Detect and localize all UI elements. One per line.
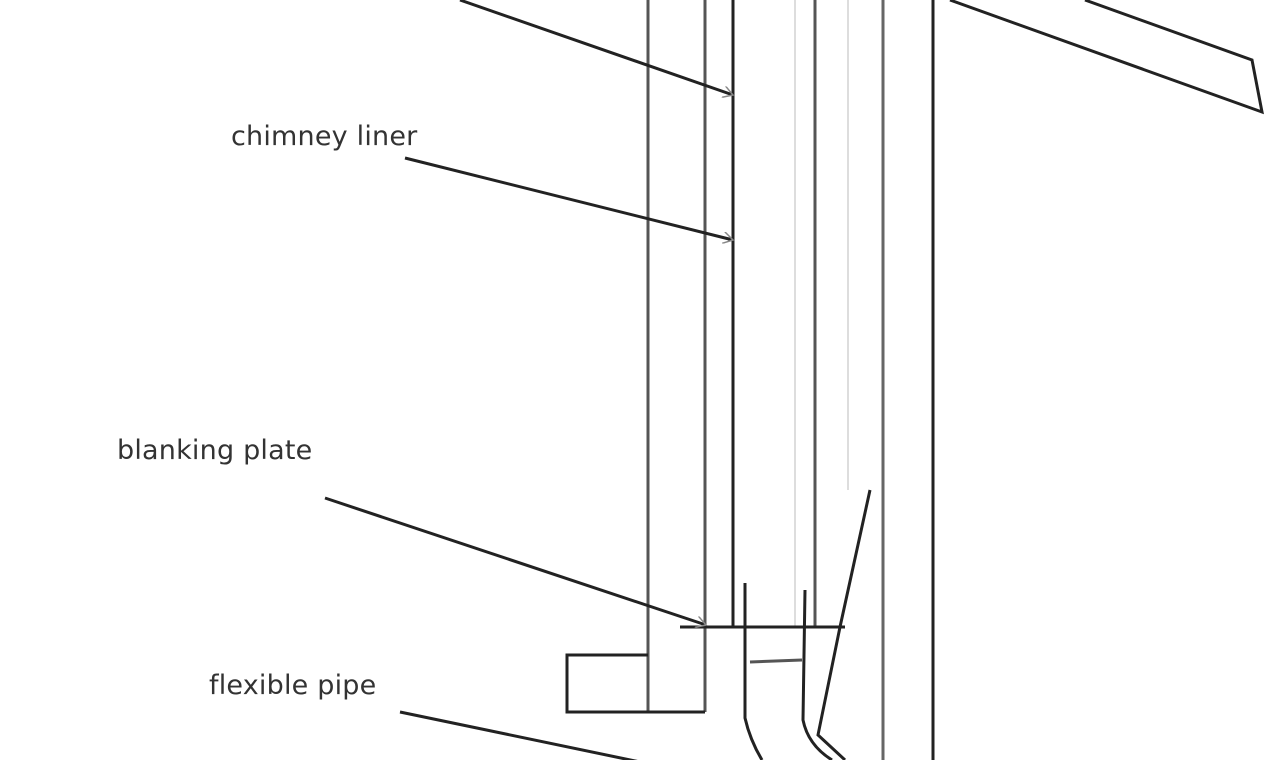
register-plate-edge <box>816 489 872 760</box>
flexible-pipe-right <box>801 589 833 760</box>
leader-arrow-flexible-pipe <box>399 710 638 760</box>
pipe-connector <box>749 658 803 664</box>
leader-arrow-blanking-plate <box>324 496 706 625</box>
leader-arrow-chimney-liner <box>404 156 733 240</box>
roof-outline <box>949 0 1264 115</box>
leader-arrow <box>459 0 733 95</box>
label-flexible-pipe: flexible pipe <box>209 670 377 701</box>
label-chimney-liner: chimney liner <box>231 121 418 152</box>
flexible-pipe-left <box>743 583 764 760</box>
hearth-box <box>565 653 705 714</box>
label-blanking-plate: blanking plate <box>117 435 313 466</box>
